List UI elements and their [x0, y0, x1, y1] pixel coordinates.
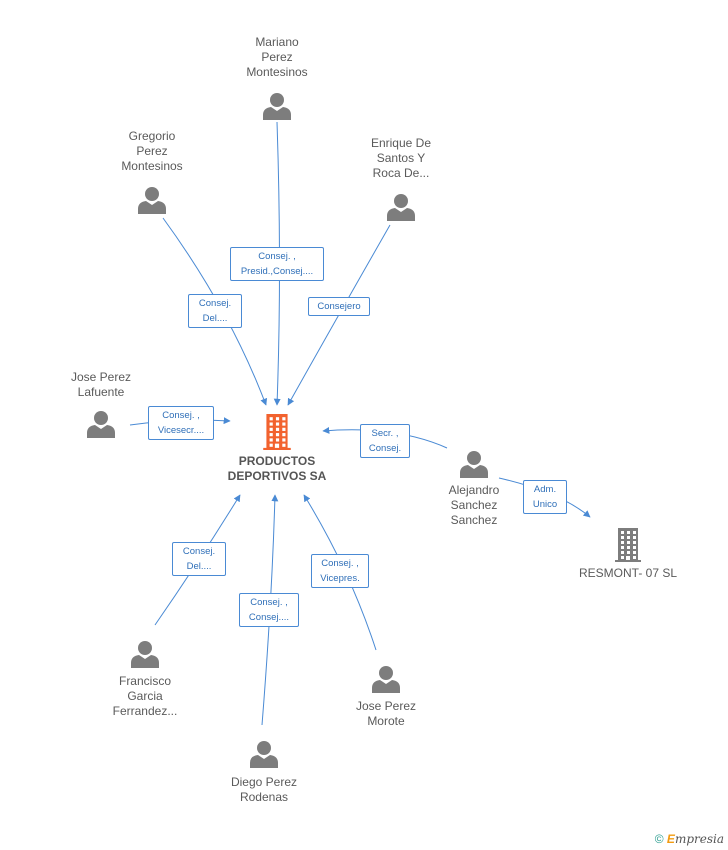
company-node-main[interactable]: PRODUCTOS DEPORTIVOS SA [217, 414, 337, 484]
node-name: PRODUCTOS DEPORTIVOS SA [227, 454, 327, 483]
footer-brand: © Empresia [655, 832, 724, 846]
node-name: RESMONT- 07 SL [578, 566, 678, 580]
node-name: Jose Perez Lafuente [70, 370, 132, 399]
edge-enrique-to-main [287, 224, 391, 406]
building-icon [263, 414, 291, 450]
spacer [56, 400, 146, 410]
relation-label[interactable]: Consej. , Vicepres. [311, 554, 369, 588]
person-icon [131, 641, 159, 668]
node-name: Enrique De Santos Y Roca De... [370, 136, 432, 180]
relation-label[interactable]: Consej. , Presid.,Consej.... [230, 247, 324, 281]
relation-label[interactable]: Consej. Del.... [188, 294, 242, 328]
spacer [232, 80, 322, 92]
relation-label[interactable]: Consej. , Consej.... [239, 593, 299, 627]
spacer [219, 768, 309, 775]
relation-label[interactable]: Consej. Del.... [172, 542, 226, 576]
person-icon [460, 451, 488, 478]
node-name: Francisco Garcia Ferrandez... [112, 674, 178, 718]
node-name: Jose Perez Morote [355, 699, 417, 728]
copyright-symbol: © [654, 832, 664, 846]
relation-label[interactable]: Consejero [308, 297, 370, 316]
person-icon [138, 187, 166, 214]
node-name: Alejandro Sanchez Sanchez [448, 483, 500, 527]
person-icon [263, 93, 291, 120]
person-icon [87, 411, 115, 438]
node-name: Gregorio Perez Montesinos [121, 129, 183, 173]
person-icon [250, 741, 278, 768]
relation-label[interactable]: Adm. Unico [523, 480, 567, 514]
person-node-enrique[interactable]: Enrique De Santos Y Roca De... [356, 136, 446, 221]
person-icon [372, 666, 400, 693]
node-name: Mariano Perez Montesinos [246, 35, 308, 79]
company-node-resmont[interactable]: RESMONT- 07 SL [573, 528, 683, 581]
node-name: Diego Perez Rodenas [230, 775, 298, 804]
person-node-alejandro[interactable]: Alejandro Sanchez Sanchez [429, 450, 519, 528]
relation-label[interactable]: Consej. , Vicesecr.... [148, 406, 214, 440]
person-node-jose-morote[interactable]: Jose Perez Morote [341, 665, 431, 729]
person-node-jose-lafuente[interactable]: Jose Perez Lafuente [56, 370, 146, 438]
person-node-gregorio[interactable]: Gregorio Perez Montesinos [107, 129, 197, 214]
relation-label[interactable]: Secr. , Consej. [360, 424, 410, 458]
brand-name: mpresia [674, 832, 724, 846]
brand-initial: E [666, 832, 675, 846]
spacer [356, 181, 446, 193]
spacer [107, 174, 197, 186]
person-node-diego[interactable]: Diego Perez Rodenas [219, 740, 309, 805]
building-icon [615, 528, 641, 562]
person-node-francisco[interactable]: Francisco Garcia Ferrandez... [100, 640, 190, 719]
person-icon [387, 194, 415, 221]
person-node-mariano[interactable]: Mariano Perez Montesinos [232, 35, 322, 120]
